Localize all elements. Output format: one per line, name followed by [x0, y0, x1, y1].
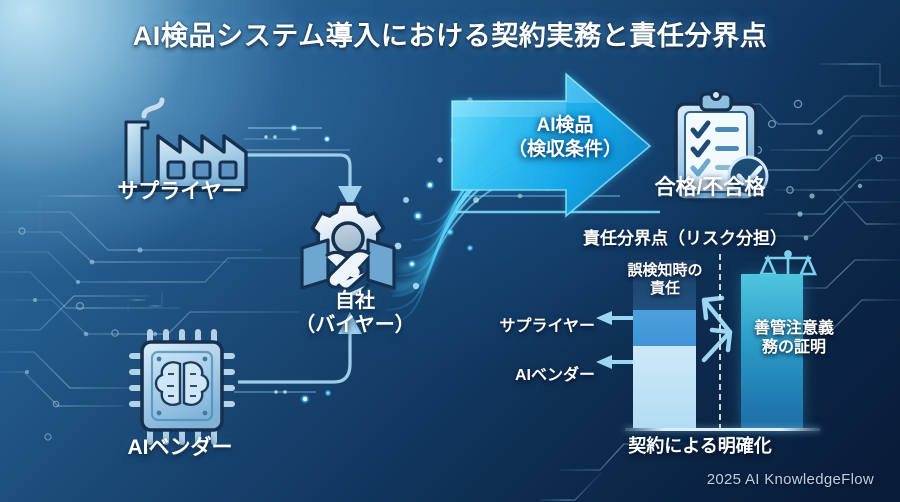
- bar-segment-vendor: [633, 346, 696, 428]
- flow-label: AI検品 （検収条件）: [470, 114, 660, 162]
- circuit-traces-left: [0, 195, 320, 407]
- circuit-nodes-right: [797, 129, 863, 241]
- ai-chip-brain-icon: [129, 329, 235, 445]
- page-title: AI検品システム導入における契約実務と責任分界点: [132, 21, 768, 51]
- vendor-label: AIベンダー: [127, 436, 233, 459]
- chart-title: 責任分界点（リスク分担）: [583, 229, 787, 248]
- result-label: 合格/不合格: [654, 176, 766, 199]
- misdetection-label-line1: 誤検知時の: [627, 262, 703, 279]
- duty-of-care-line1: 善管注意義: [753, 320, 834, 337]
- chart-axis-arrows: [596, 311, 635, 369]
- bar-duty-of-care: [741, 274, 803, 428]
- chart-label-vendor: AIベンダー: [514, 367, 595, 384]
- misdetection-label-line2: 責任: [649, 280, 680, 297]
- handshake-gear-icon: [300, 202, 396, 304]
- chart-label-supplier: サプライヤー: [499, 318, 595, 335]
- chart-baseline: [625, 428, 820, 431]
- buyer-label-line2: （バイヤー）: [295, 313, 415, 336]
- circuit-rings-left: [18, 227, 119, 441]
- flow-label-line1: AI検品: [536, 115, 594, 136]
- bar-segment-supplier: [633, 310, 696, 346]
- particles-supplier: [244, 123, 331, 143]
- supplier-label: サプライヤー: [117, 180, 243, 203]
- arrow-supplier-to-buyer: [243, 149, 362, 208]
- circuit-traces-right: [540, 63, 900, 501]
- duty-of-care-label: 善管注意義 務の証明: [739, 319, 849, 357]
- misdetection-label: 誤検知時の 責任: [613, 262, 717, 298]
- risk-allocation-chart: 責任分界点（リスク分担） 誤検知時の 責任 善管注意義 務の証明 サプライヤー …: [485, 224, 885, 456]
- clipboard-checklist-icon: [674, 89, 769, 202]
- chart-footer-label: 契約による明確化: [628, 436, 772, 456]
- buyer-label: 自社 （バイヤー）: [265, 290, 445, 337]
- arrow-vendor-to-buyer: [238, 312, 362, 384]
- circuit-nodes-left: [25, 247, 158, 374]
- duty-of-care-line2: 務の証明: [761, 339, 826, 357]
- buyer-label-line1: 自社: [335, 290, 375, 312]
- risk-split-double-arrow: [701, 295, 733, 363]
- footer-credit: 2025 AI KnowledgeFlow: [706, 471, 874, 488]
- particles-vendor: [234, 389, 332, 404]
- factory-icon: [120, 97, 248, 192]
- bar-segment-misdetection: [633, 260, 696, 310]
- flow-label-line2: （検収条件）: [507, 138, 622, 160]
- big-right-arrow: [451, 72, 652, 218]
- chart-divider: [719, 254, 721, 430]
